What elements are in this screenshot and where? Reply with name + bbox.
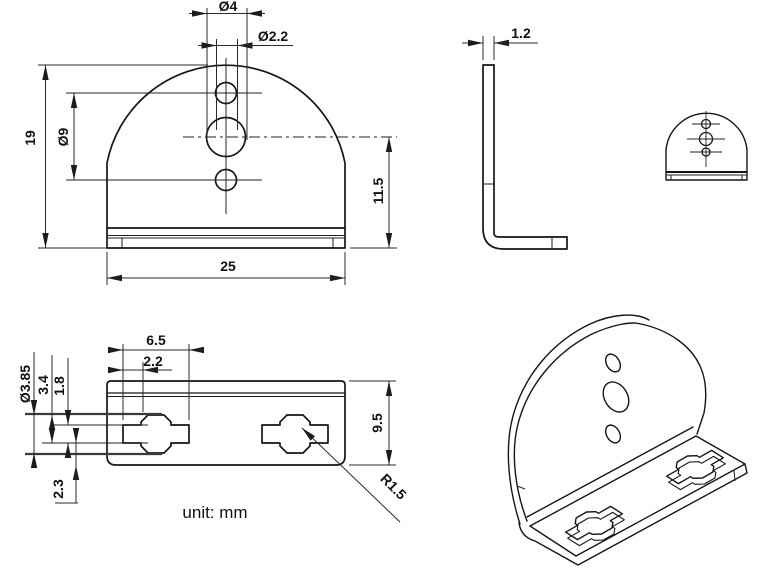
dim-11-5: 11.5 — [350, 137, 397, 249]
dim-phi22-label: Ø2.2 — [258, 28, 289, 44]
mini-outline — [665, 112, 748, 181]
front-view: Ø4 Ø2.2 19 Ø9 11.5 — [22, 0, 397, 285]
iso-slot-near — [564, 505, 624, 541]
dim-1-8: 1.8 — [51, 358, 72, 458]
dim-phi4-label: Ø4 — [219, 0, 238, 14]
dim-phi22: Ø2.2 — [198, 28, 293, 130]
iso-slot-far-depth — [668, 455, 726, 491]
side-outline-outer — [482, 64, 568, 250]
unit-note: unit: mm — [182, 503, 247, 522]
iso-dome-face — [513, 322, 707, 522]
iso-dome-outer-edge — [507, 314, 650, 525]
dim-slot-length-6-5: 6.5 — [108, 332, 204, 420]
dim-phi9-label: Ø9 — [55, 127, 71, 146]
dim-phi9: Ø9 — [55, 93, 78, 180]
dim-65-label: 6.5 — [146, 332, 166, 348]
isometric-view — [507, 314, 748, 566]
rear-mini-view — [665, 111, 748, 181]
base-slot-right — [261, 414, 329, 454]
dim-thickness-1-2: 1.2 — [462, 25, 538, 60]
dim-r15-label: R1.5 — [377, 470, 409, 502]
dim-slot-dia-3-85: Ø3.85 — [17, 352, 38, 468]
iso-slot-near-depth — [567, 511, 625, 547]
iso-base-top — [529, 435, 746, 557]
dim-2-3: 2.3 — [50, 428, 80, 504]
dim-18-label: 1.8 — [51, 376, 67, 396]
dim-phi4: Ø4 — [189, 0, 265, 140]
dim-width-25: 25 — [106, 252, 346, 285]
dim-25-label: 25 — [220, 258, 236, 274]
dim-3-4: 3.4 — [35, 355, 56, 443]
dim-115-label: 11.5 — [370, 178, 386, 205]
iso-break-mark — [516, 485, 526, 490]
dim-depth-9-5: 9.5 — [349, 380, 396, 466]
iso-hole-center — [602, 381, 630, 413]
iso-slot-far — [665, 449, 725, 485]
dim-12-label: 1.2 — [511, 25, 531, 41]
dim-34-label: 3.4 — [35, 375, 51, 395]
iso-base-bottom — [518, 463, 748, 566]
dim-radius-r1-5: R1.5 — [301, 427, 410, 523]
side-outline-inner — [493, 64, 568, 238]
dim-22-label: 2.2 — [143, 353, 163, 369]
dim-95-label: 9.5 — [369, 413, 385, 433]
dim-19-label: 19 — [22, 130, 38, 146]
base-slot-left — [122, 414, 190, 454]
dim-height-19: 19 — [22, 64, 208, 249]
front-outline — [106, 64, 346, 249]
base-view: 6.5 2.2 Ø3.85 3.4 1.8 — [17, 332, 410, 523]
side-view: 1.2 — [462, 25, 568, 250]
base-outline — [106, 380, 346, 466]
iso-hole-bottom — [604, 424, 622, 444]
dim-tab-2-2: 2.2 — [108, 353, 172, 412]
dim-23-label: 2.3 — [50, 479, 66, 499]
dim-phi385-label: Ø3.85 — [17, 365, 33, 403]
iso-hole-top — [604, 353, 622, 373]
